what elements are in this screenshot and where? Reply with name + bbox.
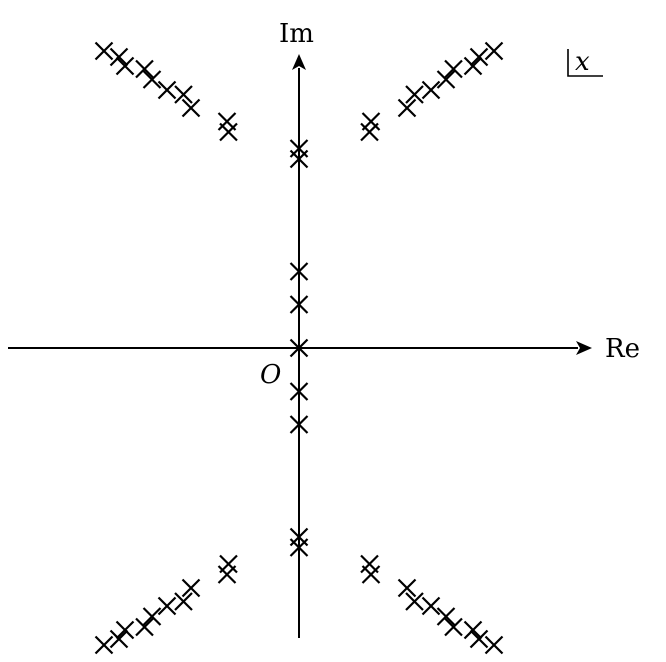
- pole-cross-mark: [289, 295, 309, 314]
- pole-cross-mark: [174, 592, 193, 611]
- pole-cross-mark: [135, 59, 154, 79]
- real-axis: [8, 341, 592, 355]
- pole-cross-mark: [219, 554, 238, 574]
- pole-cross-mark: [361, 112, 381, 131]
- real-axis-arrowhead: [576, 341, 592, 355]
- pole-cross-mark: [444, 59, 463, 79]
- pole-cross-mark: [181, 98, 201, 118]
- pole-markers: [94, 41, 504, 655]
- origin-label: O: [260, 360, 281, 390]
- real-axis-label: Re: [605, 334, 640, 364]
- pole-cross-mark: [405, 85, 424, 104]
- pole-cross-mark: [157, 596, 177, 616]
- pole-cross-mark: [484, 635, 504, 655]
- pole-cross-mark: [94, 635, 114, 655]
- pole-cross-mark: [289, 338, 309, 358]
- pole-cross-mark: [436, 70, 456, 89]
- pole-cross-mark: [157, 80, 177, 100]
- pole-cross-mark: [289, 262, 309, 281]
- pole-cross-mark: [115, 620, 135, 640]
- pole-cross-mark: [135, 617, 154, 637]
- pole-cross-mark: [421, 596, 441, 616]
- pole-cross-mark: [444, 617, 463, 637]
- pole-cross-mark: [174, 85, 193, 104]
- pole-cross-mark: [436, 607, 456, 626]
- pole-cross-mark: [463, 56, 483, 76]
- imaginary-axis-arrowhead: [292, 54, 306, 70]
- pole-cross-mark: [181, 578, 201, 598]
- pole-cross-mark: [469, 47, 489, 67]
- pole-cross-mark: [361, 565, 381, 584]
- pole-cross-mark: [289, 139, 309, 158]
- variable-label: x: [575, 47, 590, 77]
- pole-cross-mark: [469, 629, 489, 649]
- pole-cross-mark: [94, 41, 114, 61]
- variable-indicator-corner: [567, 49, 603, 77]
- pole-cross-mark: [289, 415, 309, 434]
- pole-cross-mark: [289, 527, 309, 547]
- pole-cross-mark: [109, 47, 129, 67]
- pole-cross-mark: [115, 56, 135, 76]
- pole-cross-mark: [463, 620, 483, 640]
- pole-cross-mark: [421, 80, 441, 100]
- pole-cross-mark: [109, 629, 129, 649]
- pole-cross-mark: [397, 578, 417, 598]
- pole-cross-mark: [217, 112, 237, 131]
- pole-cross-mark: [142, 70, 162, 89]
- pole-cross-mark: [289, 382, 309, 401]
- imaginary-axis: [292, 54, 306, 638]
- pole-cross-mark: [405, 592, 424, 611]
- imaginary-axis-label: Im: [279, 19, 314, 49]
- pole-cross-mark: [142, 607, 162, 626]
- pole-cross-mark: [397, 98, 417, 118]
- pole-cross-mark: [484, 41, 504, 61]
- variable-indicator: x: [567, 47, 603, 77]
